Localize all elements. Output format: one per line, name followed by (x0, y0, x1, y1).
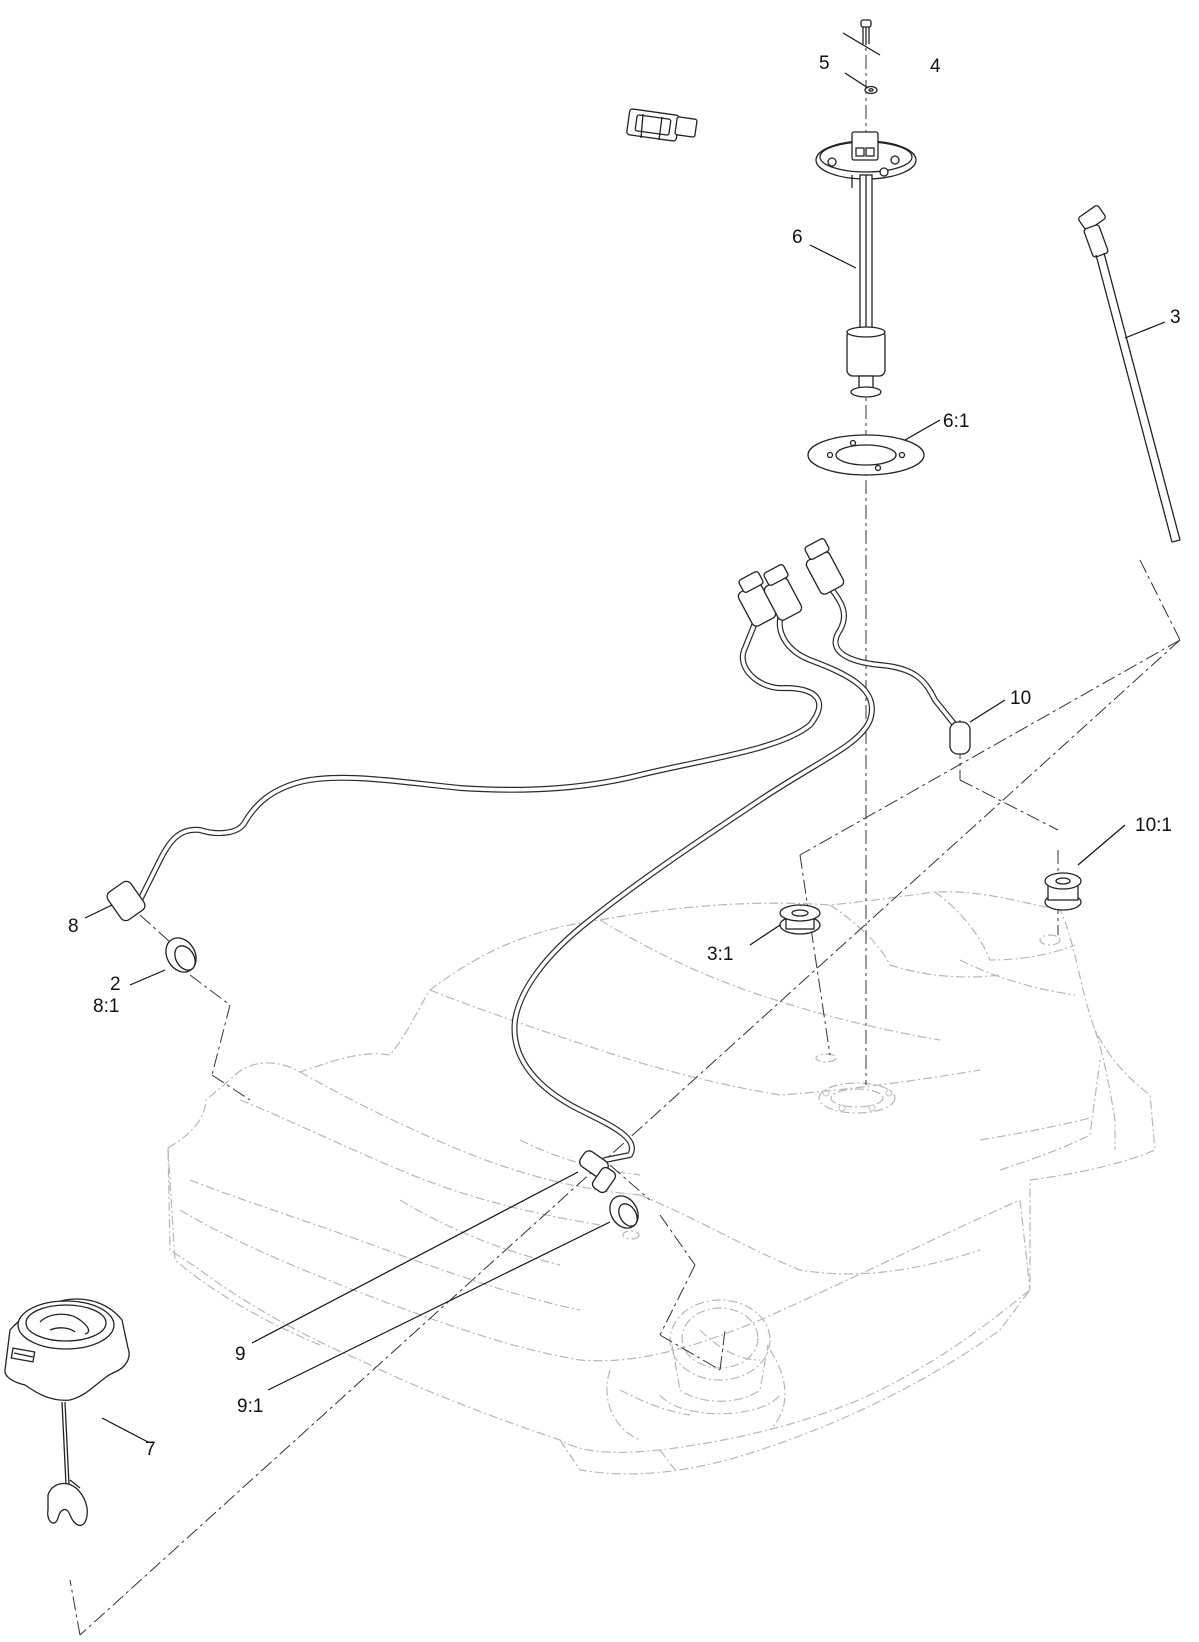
grommet-part-3-1 (779, 904, 821, 935)
callout-3: 3 (1170, 307, 1181, 328)
callout-5: 5 (819, 53, 830, 74)
grommet-part-8-1 (165, 937, 197, 973)
callout-3-1: 3:1 (707, 944, 733, 965)
grommet-part-9-1 (609, 1195, 639, 1229)
callout-8-1: 8:1 (93, 996, 119, 1017)
fuel-tank-phantom (167, 891, 1156, 1475)
fuel-cap-part-7 (4, 1298, 130, 1527)
grommet-part-10-1 (1044, 872, 1082, 911)
callout-6-1: 6:1 (943, 411, 969, 432)
leader-lines (84, 32, 1166, 1443)
gasket-part-6-1 (807, 434, 925, 476)
callout-6: 6 (792, 227, 803, 248)
callout-4: 4 (930, 56, 941, 77)
callout-10-1: 10:1 (1135, 815, 1172, 836)
callout-2: 2 (110, 974, 121, 995)
callout-7: 7 (145, 1439, 156, 1460)
callout-8: 8 (68, 916, 79, 937)
washer-part-5 (864, 85, 878, 95)
callout-9-1: 9:1 (237, 1396, 263, 1417)
pickup-tube-part-3 (1078, 205, 1181, 543)
fuel-sender-part-6 (626, 108, 917, 398)
fuel-line-harness (106, 538, 971, 1194)
assembly-centerlines (69, 30, 1181, 1636)
callout-10: 10 (1010, 688, 1031, 709)
callout-9: 9 (235, 1344, 246, 1365)
callout-labels: 4 5 6 3 6:1 10 10:1 8 3:1 2 8:1 9 9:1 7 (68, 53, 1181, 1460)
screw-part-4 (860, 19, 872, 45)
